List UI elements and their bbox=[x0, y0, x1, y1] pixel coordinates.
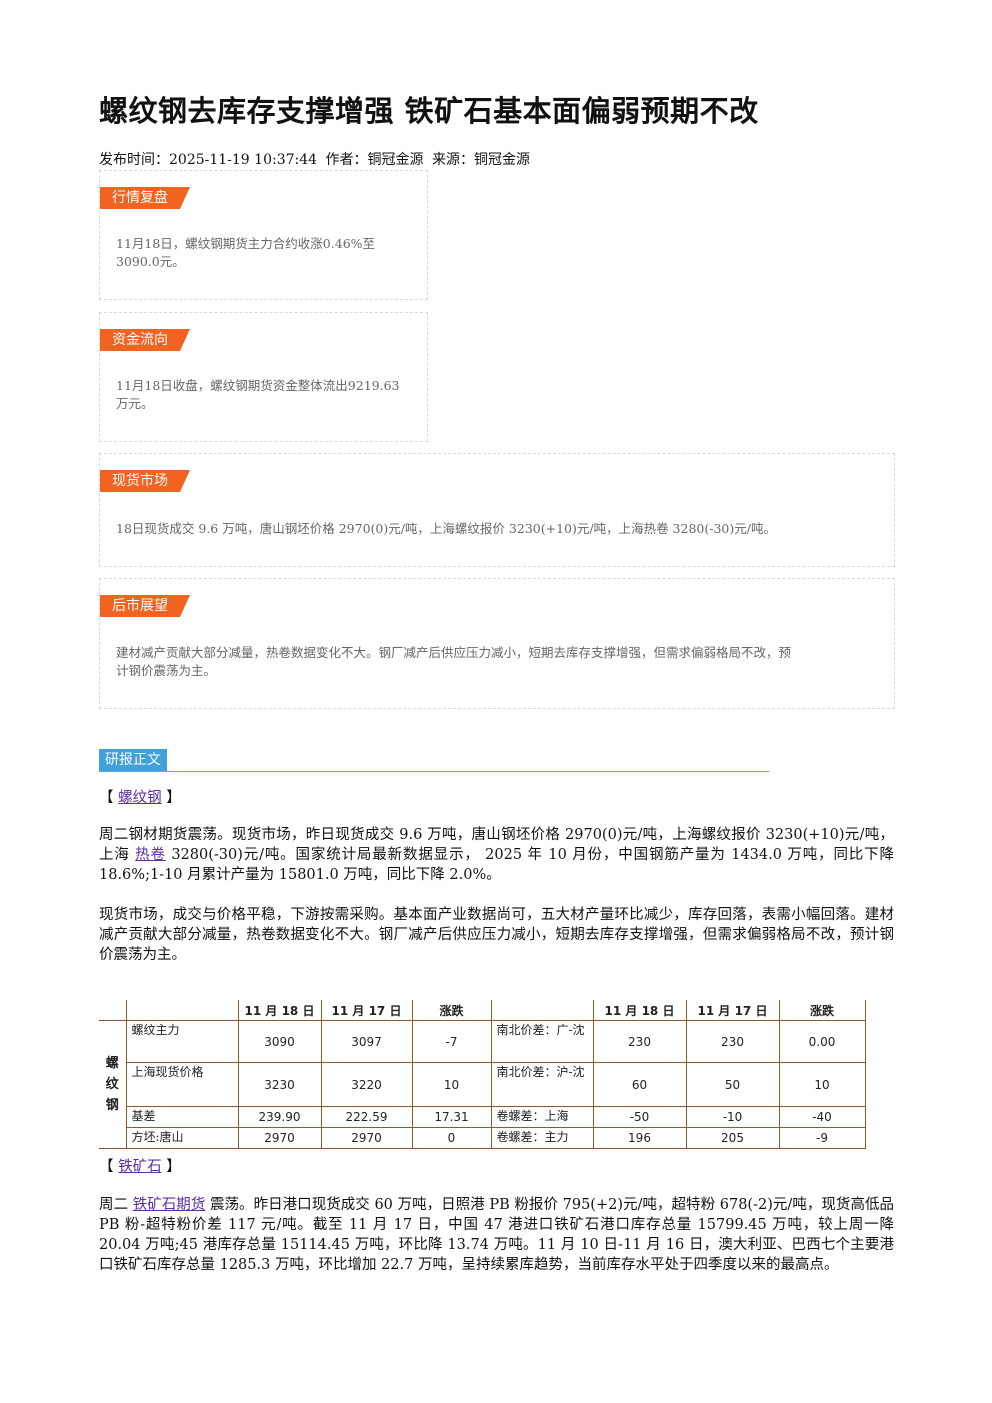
cell-value: 230 bbox=[592, 1020, 687, 1063]
rebar-paragraph-1: 周二钢材期货震荡。现货市场，昨日现货成交 9.6 万吨，唐山钢坯价格 2970(… bbox=[99, 825, 894, 885]
rebar-section-head: 【 螺纹钢 】 bbox=[99, 786, 181, 807]
market-review-box: 行情复盘 11月18日，螺纹钢期货主力合约收涨0.46%至 3090.0元。 bbox=[99, 170, 428, 300]
market-review-line: 11月18日，螺纹钢期货主力合约收涨0.46%至 bbox=[116, 236, 376, 251]
spot-market-box: 现货市场 18日现货成交 9.6 万吨，唐山钢坯价格 2970(0)元/吨，上海… bbox=[99, 453, 895, 567]
table-row: 方坯:唐山 2970 2970 0 卷螺差：主力 196 205 -9 bbox=[99, 1127, 866, 1149]
rebar-data-table: 11 月 18 日 11 月 17 日 涨跌 11 月 18 日 11 月 17… bbox=[99, 1000, 866, 1149]
iron-ore-link[interactable]: 铁矿石 bbox=[118, 1159, 162, 1175]
side-char: 钢 bbox=[105, 1098, 119, 1113]
iron-ore-paragraph: 周二 铁矿石期货 震荡。昨日港口现货成交 60 万吨，日照港 PB 粉报价 79… bbox=[99, 1195, 894, 1275]
row-label-2: 卷螺差：主力 bbox=[490, 1127, 594, 1149]
capital-flow-box: 资金流向 11月18日收盘，螺纹钢期货资金整体流出9219.63 万元。 bbox=[99, 312, 428, 442]
report-tag: 研报正文 bbox=[99, 749, 167, 771]
article-meta: 发布时间：2025-11-19 10:37:44 作者：铜冠金源 来源：铜冠金源 bbox=[99, 149, 534, 169]
header-change-2: 涨跌 bbox=[778, 1000, 866, 1021]
source: 来源：铜冠金源 bbox=[431, 152, 530, 168]
bracket-close: 】 bbox=[166, 1159, 181, 1175]
iron-ore-futures-link[interactable]: 铁矿石期货 bbox=[132, 1197, 206, 1213]
cell-value: 60 bbox=[592, 1062, 687, 1107]
side-char: 螺 bbox=[105, 1056, 119, 1071]
cell-change: 0.00 bbox=[778, 1020, 866, 1063]
cell-value: 3230 bbox=[237, 1062, 322, 1107]
cell-change: 10 bbox=[778, 1062, 866, 1107]
blank-corner bbox=[99, 1000, 127, 1021]
cell-value: -50 bbox=[592, 1106, 687, 1128]
table-row: 上海现货价格 3230 3220 10 南北价差：沪-沈 60 50 10 bbox=[99, 1062, 866, 1107]
header-change: 涨跌 bbox=[411, 1000, 492, 1021]
page-title: 螺纹钢去库存支撑增强 铁矿石基本面偏弱预期不改 bbox=[99, 94, 759, 128]
table-row: 螺 纹 钢 螺纹主力 3090 3097 -7 南北价差：广-沈 230 230… bbox=[99, 1020, 866, 1149]
market-review-text: 11月18日，螺纹钢期货主力合约收涨0.46%至 3090.0元。 bbox=[116, 235, 375, 271]
capital-flow-text: 11月18日收盘，螺纹钢期货资金整体流出9219.63 万元。 bbox=[116, 377, 400, 413]
cell-value: 2970 bbox=[320, 1127, 413, 1149]
row-label: 方坯:唐山 bbox=[125, 1127, 239, 1149]
row-label-2: 南北价差：广-沈 bbox=[490, 1020, 594, 1063]
cell-value: 2970 bbox=[237, 1127, 322, 1149]
row-label: 螺纹主力 bbox=[125, 1020, 239, 1063]
row-label-2: 卷螺差：上海 bbox=[490, 1106, 594, 1128]
row-label: 上海现货价格 bbox=[125, 1062, 239, 1107]
cell-change: -7 bbox=[411, 1020, 492, 1063]
bracket-open: 【 bbox=[99, 790, 114, 806]
market-review-line: 3090.0元。 bbox=[116, 254, 185, 269]
cell-value: 239.90 bbox=[237, 1106, 322, 1128]
outlook-box: 后市展望 建材减产贡献大部分减量，热卷数据变化不大。钢厂减产后供应压力减小，短期… bbox=[99, 578, 895, 709]
rebar-p1-text: 3280(-30)元/吨。国家统计局最新数据显示， 2025 年 10 月份，中… bbox=[99, 847, 895, 883]
outlook-line: 计钢价震荡为主。 bbox=[116, 663, 217, 678]
bracket-open: 【 bbox=[99, 1159, 114, 1175]
side-char: 纹 bbox=[105, 1077, 119, 1092]
header-date-1: 11 月 18 日 bbox=[237, 1000, 322, 1021]
cell-change: 10 bbox=[411, 1062, 492, 1107]
market-review-tag: 行情复盘 bbox=[100, 187, 190, 209]
cell-value: 222.59 bbox=[320, 1106, 413, 1128]
capital-flow-tag: 资金流向 bbox=[100, 329, 190, 351]
rebar-paragraph-2: 现货市场，成交与价格平稳，下游按需采购。基本面产业数据尚可，五大材产量环比减少，… bbox=[99, 907, 894, 963]
table-row: 基差 239.90 222.59 17.31 卷螺差：上海 -50 -10 -4… bbox=[99, 1106, 866, 1128]
header-date-2: 11 月 17 日 bbox=[320, 1000, 413, 1021]
hot-coil-link[interactable]: 热卷 bbox=[135, 847, 166, 863]
author: 作者：铜冠金源 bbox=[325, 152, 424, 168]
cell-value: -10 bbox=[685, 1106, 780, 1128]
cell-change: -9 bbox=[778, 1127, 866, 1149]
header-date-3: 11 月 18 日 bbox=[592, 1000, 687, 1021]
outlook-text: 建材减产贡献大部分减量，热卷数据变化不大。钢厂减产后供应压力减小，短期去库存支撑… bbox=[116, 644, 881, 680]
blank-header bbox=[125, 1000, 239, 1021]
cell-value: 205 bbox=[685, 1127, 780, 1149]
cell-value: 230 bbox=[685, 1020, 780, 1063]
cell-value: 3097 bbox=[320, 1020, 413, 1063]
row-label-2: 南北价差：沪-沈 bbox=[490, 1062, 594, 1107]
outlook-tag: 后市展望 bbox=[100, 595, 190, 617]
cell-change: 17.31 bbox=[411, 1106, 492, 1128]
iron-ore-text: 周二 bbox=[99, 1197, 133, 1213]
cell-value: 50 bbox=[685, 1062, 780, 1107]
cell-value: 3090 bbox=[237, 1020, 322, 1063]
capital-flow-line: 11月18日收盘，螺纹钢期货资金整体流出9219.63 bbox=[116, 378, 400, 393]
report-header: 研报正文 bbox=[99, 749, 769, 772]
iron-ore-section-head: 【 铁矿石 】 bbox=[99, 1155, 181, 1176]
cell-change: -40 bbox=[778, 1106, 866, 1128]
rebar-p1-text: 周二钢材期货震荡。现货市场，昨日现货成交 9.6 万吨，唐山钢坯价格 2970(… bbox=[99, 827, 894, 863]
outlook-line: 建材减产贡献大部分减量，热卷数据变化不大。钢厂减产后供应压力减小，短期去库存支撑… bbox=[116, 645, 792, 660]
cell-value: 3220 bbox=[320, 1062, 413, 1107]
table-side-label: 螺 纹 钢 bbox=[99, 1020, 127, 1149]
spot-market-tag: 现货市场 bbox=[100, 470, 190, 492]
spot-market-text: 18日现货成交 9.6 万吨，唐山钢坯价格 2970(0)元/吨，上海螺纹报价 … bbox=[116, 521, 776, 536]
cell-change: 0 bbox=[411, 1127, 492, 1149]
row-label: 基差 bbox=[125, 1106, 239, 1128]
blank-header bbox=[490, 1000, 594, 1021]
publish-time: 发布时间：2025-11-19 10:37:44 bbox=[99, 152, 318, 168]
bracket-close: 】 bbox=[166, 790, 181, 806]
capital-flow-line: 万元。 bbox=[116, 396, 154, 411]
header-date-4: 11 月 17 日 bbox=[685, 1000, 780, 1021]
rebar-link[interactable]: 螺纹钢 bbox=[118, 790, 162, 806]
cell-value: 196 bbox=[592, 1127, 687, 1149]
iron-ore-text: 震荡。昨日港口现货成交 60 万吨，日照港 PB 粉报价 795(+2)元/吨，… bbox=[99, 1197, 895, 1273]
